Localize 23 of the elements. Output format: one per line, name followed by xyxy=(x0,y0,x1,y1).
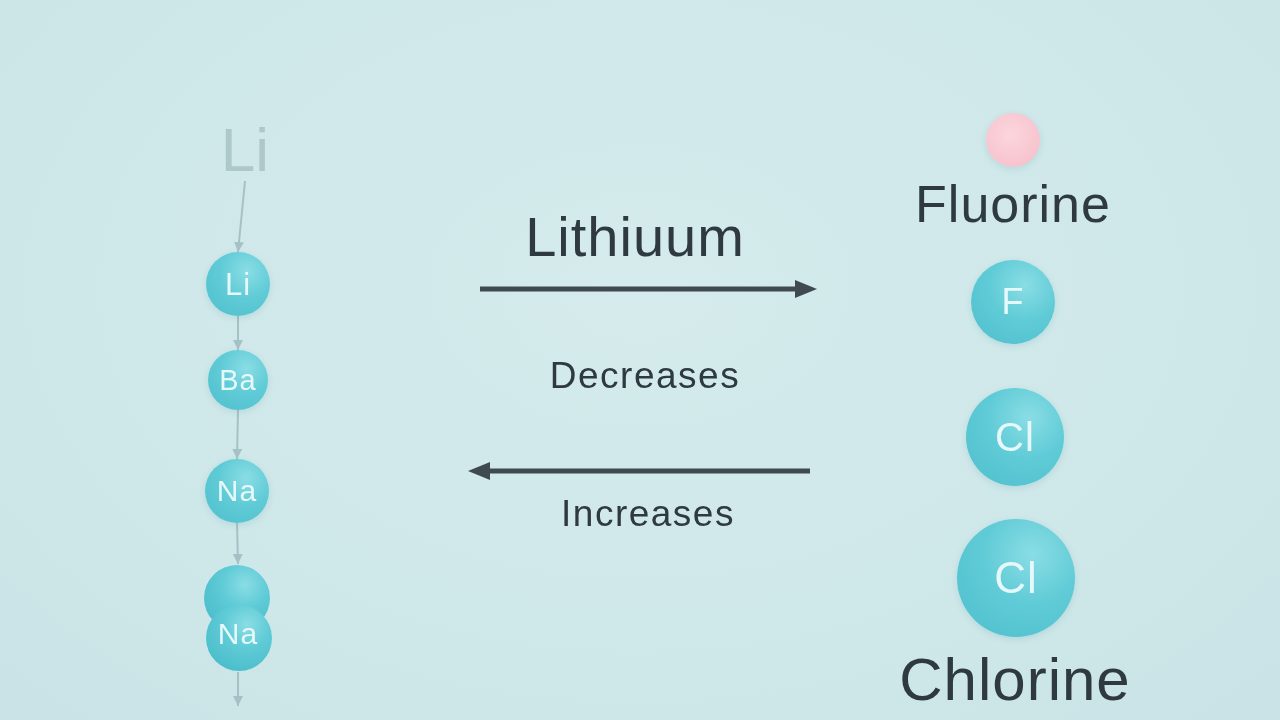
arrow-label: Lithiuum xyxy=(525,206,745,268)
element-symbol: F xyxy=(1001,284,1025,320)
connector-arrow xyxy=(232,409,243,460)
trend-label: Decreases xyxy=(549,355,741,397)
element-symbol: Cl xyxy=(994,556,1038,600)
atom-circle xyxy=(971,260,1055,344)
element-symbol: Li xyxy=(224,268,252,300)
element-symbol: Ba xyxy=(219,365,257,395)
atom-circle xyxy=(206,252,270,316)
connector-arrow xyxy=(234,180,246,253)
element-name: Fluorine xyxy=(915,176,1111,234)
element-name: Chlorine xyxy=(899,647,1131,713)
empty-atom-circle xyxy=(986,113,1040,167)
overlapping-atoms xyxy=(204,564,272,672)
atom-circle xyxy=(205,459,269,523)
connector-arrow xyxy=(233,315,243,351)
element-symbol: Cl xyxy=(995,417,1035,457)
element-symbol: Na xyxy=(216,476,258,506)
element-symbol: Na xyxy=(217,619,259,649)
connector-arrow xyxy=(232,522,243,565)
trend-label: Increases xyxy=(561,493,735,535)
atom-circle xyxy=(208,350,268,410)
connector-arrow xyxy=(233,671,243,707)
